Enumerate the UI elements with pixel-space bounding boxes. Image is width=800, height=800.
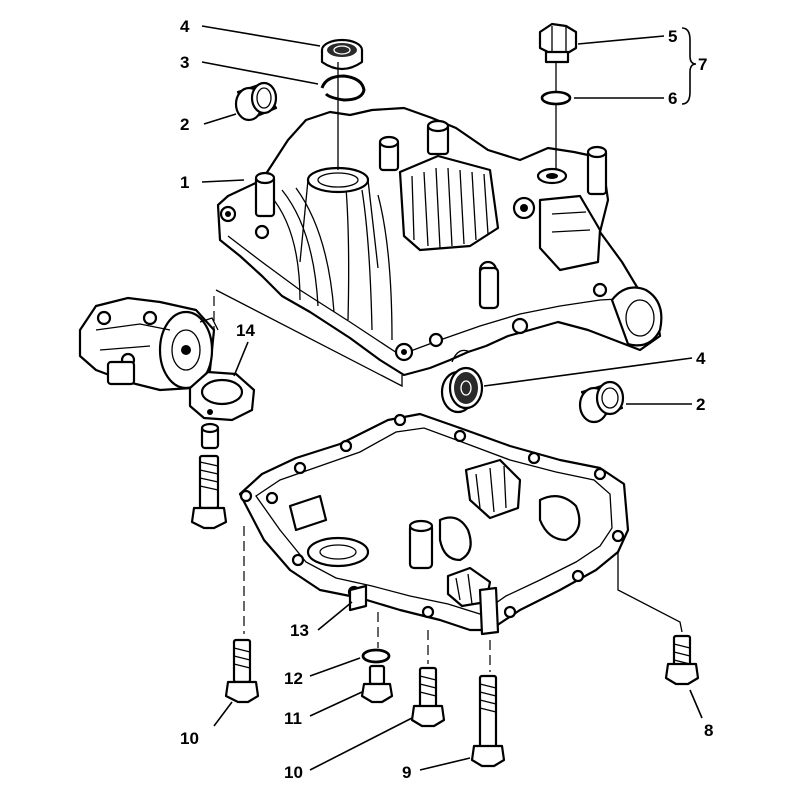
callout-8: 8 <box>704 721 713 740</box>
callout-1: 1 <box>180 173 189 192</box>
callout-4-top: 4 <box>180 17 190 36</box>
left-bolt <box>190 454 228 530</box>
upper-housing <box>216 106 663 377</box>
leader-lines <box>201 25 703 771</box>
bolt-11 <box>360 664 394 704</box>
retaining-ring <box>320 74 366 102</box>
bolt-8 <box>664 634 700 686</box>
callout-5: 5 <box>668 27 677 46</box>
assembly-bracket-line <box>215 289 403 388</box>
lower-seal-hook <box>451 349 471 363</box>
callout-12: 12 <box>284 669 303 688</box>
callout-2-top: 2 <box>180 115 189 134</box>
callout-10-left: 10 <box>180 729 199 748</box>
callout-3: 3 <box>180 53 189 72</box>
callout-14: 14 <box>236 321 255 340</box>
bolt-9 <box>470 674 506 768</box>
dash-bolt-8 <box>617 552 683 633</box>
bolt-10-middle <box>410 666 446 728</box>
callout-6: 6 <box>668 89 677 108</box>
lower-housing <box>238 412 630 636</box>
callout-4-lower: 4 <box>696 349 706 368</box>
callout-labels: 4 3 2 1 5 6 7 4 2 14 13 12 11 10 10 9 8 <box>180 17 713 782</box>
drain-plug <box>538 22 578 64</box>
callout-10-bottom: 10 <box>284 763 303 782</box>
oil-seal-upper <box>320 38 364 71</box>
filter-cap <box>188 370 256 422</box>
callout-9: 9 <box>402 763 411 782</box>
washer-12 <box>361 648 391 664</box>
bolt-10-left <box>224 638 260 704</box>
callout-11: 11 <box>284 709 302 728</box>
callout-2-lower: 2 <box>696 395 705 414</box>
callout-13: 13 <box>290 621 309 640</box>
plug-o-ring <box>540 90 572 106</box>
bearing-lower <box>578 380 625 424</box>
bearing-upper <box>234 81 278 122</box>
left-pump-assembly <box>78 296 219 392</box>
oil-seal-lower <box>440 366 484 414</box>
filter-pin <box>200 422 220 450</box>
callout-7: 7 <box>698 55 707 74</box>
